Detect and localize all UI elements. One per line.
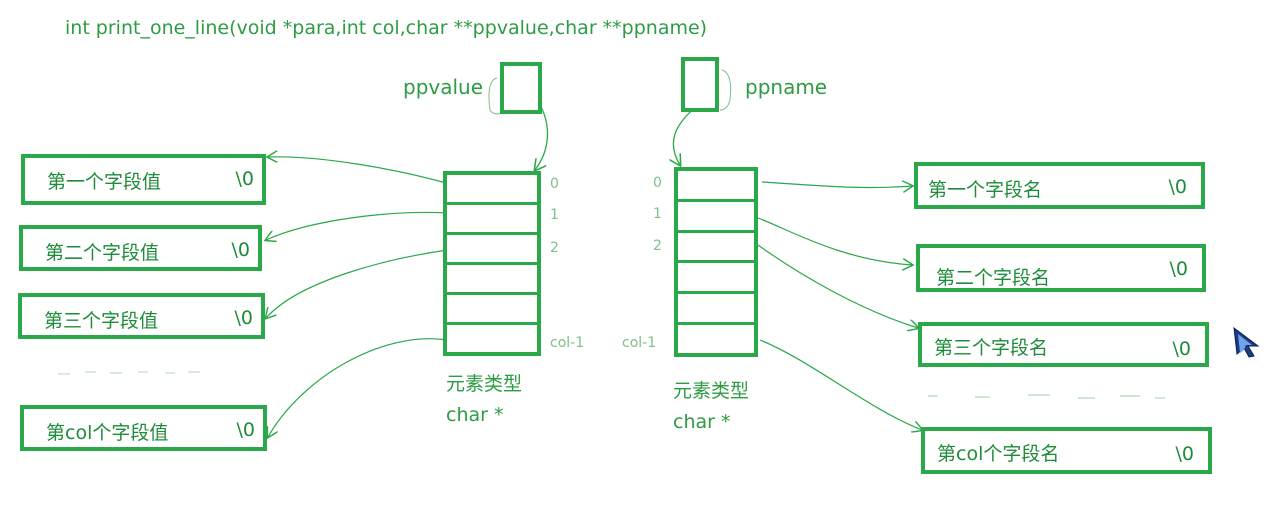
- name-array-cell: [678, 233, 754, 264]
- name-array-cell: [678, 263, 754, 295]
- value-string-box-1: 第一个字段值 \0: [21, 154, 266, 205]
- value-string-text: 第三个字段值: [44, 310, 159, 332]
- value-index-0: 0: [550, 176, 559, 192]
- value-arrow-3: [266, 249, 449, 318]
- value-array-type-label: 元素类型: [446, 373, 523, 395]
- name-pointer-array: [674, 167, 758, 357]
- null-terminator: \0: [1175, 443, 1195, 465]
- value-index-2: 2: [550, 240, 559, 256]
- cursor-icon: [1233, 326, 1260, 358]
- name-index-1: 1: [653, 206, 662, 222]
- value-index-1: 1: [550, 207, 559, 223]
- null-terminator: \0: [235, 168, 255, 190]
- name-arrow-2: [757, 217, 912, 265]
- value-ellipsis: [58, 371, 200, 375]
- value-string-box-col: 第col个字段值 \0: [20, 405, 267, 451]
- name-ellipsis: [928, 394, 1165, 399]
- value-array-cell: [447, 295, 537, 325]
- name-array-cell: [678, 202, 754, 233]
- name-arrow-3: [757, 244, 918, 328]
- name-string-text: 第一个字段名: [928, 179, 1043, 201]
- ppvalue-pointer-box: [500, 62, 542, 114]
- ppvalue-brace: [488, 77, 501, 115]
- name-array-cell: [678, 294, 754, 326]
- null-terminator: \0: [234, 307, 254, 329]
- value-arrow-col: [268, 338, 449, 437]
- value-array-cell: [447, 175, 537, 205]
- name-string-text: 第二个字段名: [936, 267, 1051, 289]
- name-array-type-label: 元素类型: [673, 380, 750, 402]
- value-array-cell: [447, 205, 537, 235]
- null-terminator: \0: [1168, 176, 1188, 198]
- name-arrow-col: [759, 339, 922, 430]
- name-index-2: 2: [653, 238, 662, 254]
- name-string-box-2: 第二个字段名 \0: [916, 244, 1206, 292]
- name-index-last: col-1: [622, 335, 657, 351]
- name-string-box-1: 第一个字段名 \0: [914, 162, 1205, 209]
- name-array-type-name: char *: [673, 411, 731, 433]
- value-string-box-3: 第三个字段值 \0: [18, 293, 265, 339]
- value-index-last: col-1: [550, 335, 585, 351]
- null-terminator: \0: [231, 239, 251, 261]
- ppname-label: ppname: [745, 75, 828, 99]
- ppvalue-label: ppvalue: [403, 75, 484, 99]
- name-arrow-1: [761, 182, 912, 187]
- name-string-box-col: 第col个字段名 \0: [921, 427, 1212, 474]
- name-string-box-3: 第三个字段名 \0: [918, 322, 1209, 367]
- value-string-text: 第一个字段值: [47, 171, 162, 193]
- name-array-cell: [678, 325, 754, 353]
- value-pointer-array: [443, 171, 541, 356]
- value-array-cell: [447, 325, 537, 352]
- value-arrow-2: [266, 211, 449, 240]
- value-string-text: 第二个字段值: [45, 242, 160, 264]
- ppname-brace: [719, 69, 732, 111]
- name-index-0: 0: [653, 175, 662, 191]
- name-string-text: 第col个字段名: [937, 443, 1060, 465]
- null-terminator: \0: [236, 419, 256, 441]
- name-array-cell: [678, 171, 754, 202]
- null-terminator: \0: [1172, 338, 1192, 360]
- value-array-cell: [447, 265, 537, 295]
- name-string-text: 第三个字段名: [934, 337, 1049, 359]
- value-array-cell: [447, 235, 537, 265]
- value-string-text: 第col个字段值: [46, 422, 169, 444]
- value-string-box-2: 第二个字段值 \0: [19, 225, 262, 271]
- function-signature: int print_one_line(void *para,int col,ch…: [65, 17, 708, 39]
- value-array-type-name: char *: [446, 404, 504, 426]
- ppname-pointer-box: [681, 57, 719, 112]
- value-arrow-1: [268, 157, 447, 184]
- null-terminator: \0: [1169, 258, 1189, 280]
